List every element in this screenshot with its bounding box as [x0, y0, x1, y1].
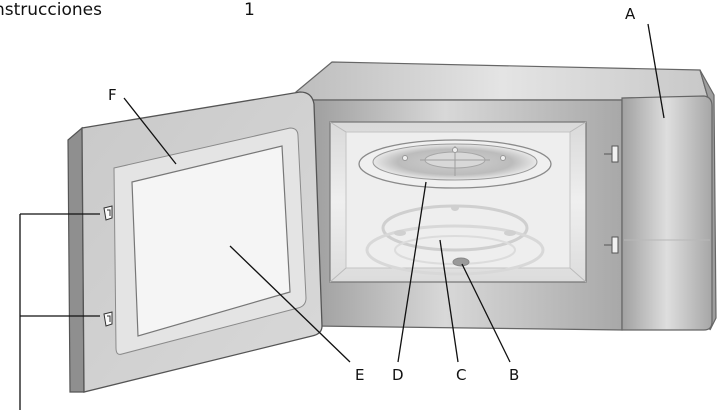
leader-line-f — [123, 97, 177, 165]
door-window — [131, 145, 291, 337]
label-d: D — [392, 366, 404, 384]
door-latch-hook-bottom — [103, 311, 113, 327]
roller-ring — [365, 204, 545, 276]
leader-line-c — [439, 239, 459, 363]
door-latch-hook-top — [103, 205, 113, 221]
leader-line-d — [397, 181, 427, 363]
page-number: 1 — [244, 0, 255, 20]
door-latch-slot-bottom — [604, 236, 619, 254]
control-panel — [621, 95, 713, 331]
label-a: A — [625, 5, 636, 23]
label-c: C — [456, 366, 466, 384]
door-latch-slot-top — [604, 145, 619, 163]
turntable-coupler — [452, 257, 470, 267]
latch-hooks-bracket — [19, 213, 100, 410]
cabinet-top — [295, 61, 709, 101]
manual-section-title: nstrucciones — [0, 0, 102, 20]
leader-line-e — [229, 245, 351, 363]
leader-line-b — [461, 263, 511, 363]
label-e: E — [355, 366, 364, 384]
label-f: F — [108, 86, 117, 104]
leader-line-a — [647, 23, 665, 119]
oven-door — [67, 91, 323, 393]
glass-turntable — [358, 139, 552, 189]
label-b: B — [509, 366, 519, 384]
